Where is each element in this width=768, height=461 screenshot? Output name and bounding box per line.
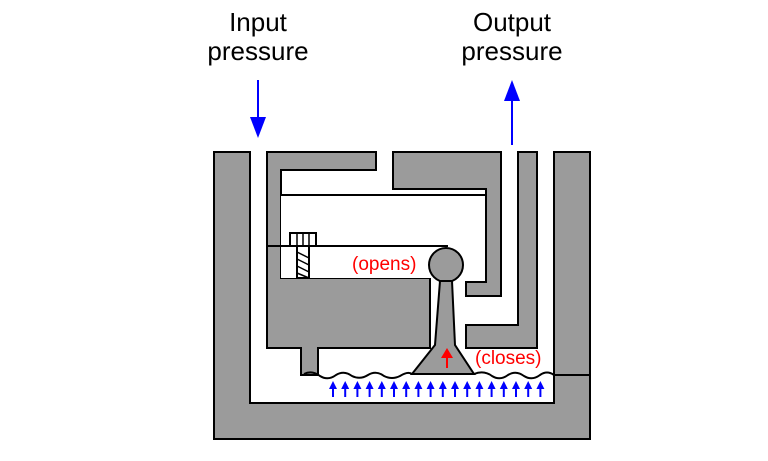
pressure-arrow (365, 381, 374, 397)
pressure-arrow (377, 381, 386, 397)
valve-ball (428, 247, 464, 283)
pressure-arrow (512, 381, 520, 397)
output-label-line2: pressure (461, 36, 562, 66)
pressure-arrow (414, 381, 423, 397)
output-flow-arrow (504, 80, 520, 145)
pressure-arrow (475, 381, 484, 397)
input-label-line1: Input (229, 7, 288, 37)
closes-label: (closes) (475, 348, 542, 369)
outer-housing (213, 151, 591, 440)
diaphragm-pressure-arrows (329, 381, 545, 397)
red-up-arrow (441, 348, 453, 368)
pressure-arrow (329, 381, 337, 397)
opens-label: (opens) (352, 254, 416, 275)
pressure-arrow (487, 381, 496, 397)
pressure-arrow (524, 381, 533, 397)
input-flow-arrow (250, 80, 266, 138)
pressure-arrow (353, 381, 362, 397)
pivot-bolt (289, 232, 317, 279)
diaphragm (303, 371, 590, 380)
pressure-arrow (499, 381, 508, 397)
pressure-arrow (402, 381, 411, 397)
output-label-line1: Output (473, 7, 552, 37)
input-label-line2: pressure (207, 36, 308, 66)
pressure-arrow (451, 381, 459, 397)
pressure-arrow (426, 381, 435, 397)
pressure-arrow (341, 381, 350, 397)
pressure-arrow (463, 381, 472, 397)
output-passage-wall (465, 151, 538, 349)
pressure-arrow (390, 381, 398, 397)
pressure-arrow (438, 381, 447, 397)
pressure-arrow (536, 381, 545, 397)
